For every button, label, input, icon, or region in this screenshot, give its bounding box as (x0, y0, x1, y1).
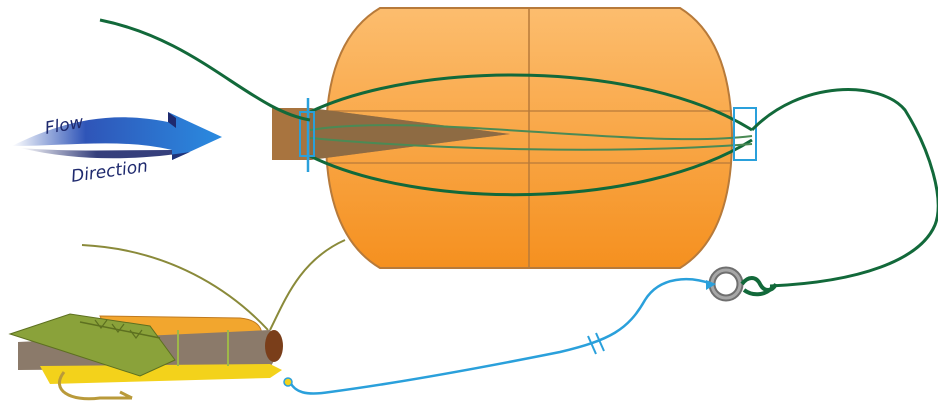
tippet-end-loop (706, 280, 716, 290)
tippet-line (288, 278, 713, 395)
tippet-knot-marks (587, 332, 605, 355)
leader-through-float (309, 73, 753, 197)
strike-indicator-float-icon (324, 7, 734, 269)
direction-label: Direction (70, 156, 149, 187)
float-grommets (299, 98, 757, 172)
tippet-ring-icon (708, 266, 744, 302)
grasshopper-fly-icon (8, 239, 346, 387)
leader-knot (740, 276, 778, 297)
flow-direction-arrow-icon (12, 112, 222, 160)
leader-line (99, 18, 938, 288)
peg-wedge (272, 108, 510, 160)
hook-icon (57, 371, 133, 401)
